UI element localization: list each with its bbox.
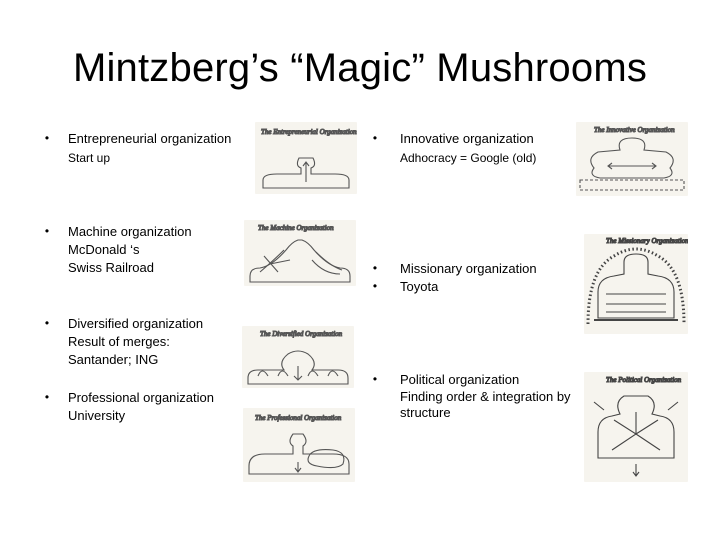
innovative-organization-diagram: The Innovative Organization	[576, 122, 688, 196]
bullet-dot: •	[44, 390, 50, 404]
bullet-detail: structure	[400, 405, 451, 420]
bullet-detail: Finding order & integration by	[400, 389, 571, 404]
bullet-label: Diversified organization	[68, 316, 204, 331]
entrepreneurial-organization-diagram: The Entrepreneurial Organization	[255, 122, 357, 194]
diagram-caption: The Missionary Organization	[606, 237, 688, 245]
bullet-detail: Santander; ING	[68, 352, 159, 367]
bullet-dot: •	[44, 224, 50, 238]
bullet-label: Entrepreneurial organization	[68, 131, 232, 146]
bullet-dot: •	[372, 372, 378, 386]
bullet-detail: Adhocracy = Google (old)	[400, 151, 537, 165]
slide-title: Mintzberg’s “Magic” Mushrooms	[72, 46, 648, 90]
bullet-dot: •	[44, 316, 50, 330]
bullet-dot: •	[44, 131, 50, 145]
bullet-label: Toyota	[400, 279, 439, 294]
machine-organization-diagram: The Machine Organization	[244, 220, 356, 286]
bullet-label: Missionary organization	[400, 261, 537, 276]
diagram-caption: The Innovative Organization	[594, 126, 675, 134]
bullet-dot: •	[372, 131, 378, 145]
bullet-detail: Swiss Railroad	[68, 260, 154, 275]
bullet-dot: •	[372, 279, 378, 293]
bullet-detail: McDonald ‘s	[68, 242, 140, 257]
diagram-caption: The Machine Organization	[258, 224, 334, 232]
bullet-detail: Start up	[68, 151, 111, 165]
professional-organization-diagram: The Professional Organization	[243, 408, 355, 482]
diagram-caption: The Political Organization	[606, 376, 682, 384]
bullet-detail: University	[68, 408, 126, 423]
diagram-caption: The Diversified Organization	[260, 330, 343, 338]
bullet-label: Political organization	[400, 372, 520, 387]
diagram-caption: The Entrepreneurial Organization	[261, 128, 357, 136]
bullet-label: Professional organization	[68, 390, 214, 405]
bullet-detail: Result of merges:	[68, 334, 170, 349]
political-organization-diagram: The Political Organization	[584, 372, 688, 482]
diagram-caption: The Professional Organization	[255, 414, 342, 422]
bullet-label: Machine organization	[68, 224, 192, 239]
bullet-label: Innovative organization	[400, 131, 534, 146]
missionary-organization-diagram: The Missionary Organization	[584, 234, 688, 334]
diversified-organization-diagram: The Diversified Organization	[242, 326, 354, 388]
bullet-dot: •	[372, 261, 378, 275]
